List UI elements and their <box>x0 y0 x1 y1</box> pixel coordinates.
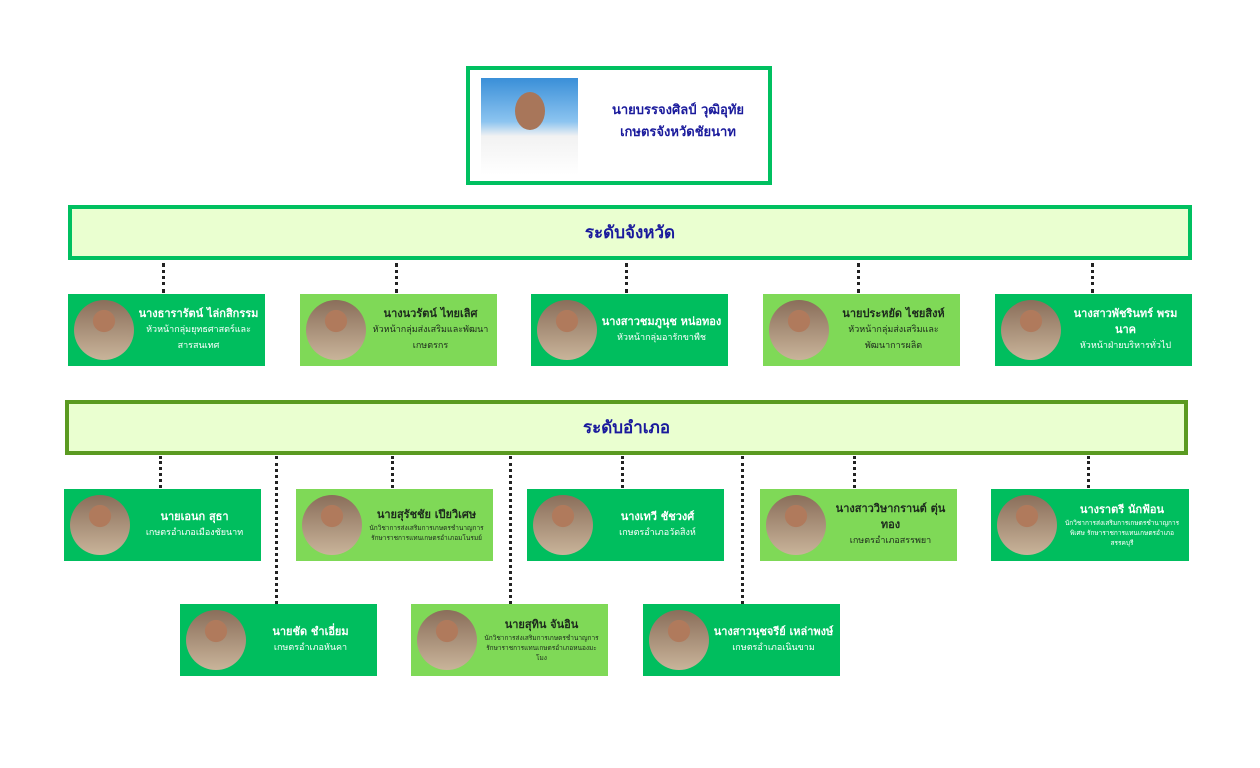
staff-card: นายประหยัด ไชยสิงห์หัวหน้ากลุ่มส่งเสริมแ… <box>763 294 960 366</box>
staff-card: นายชัด ชำเอี่ยมเกษตรอำเภอหันคา <box>180 604 377 676</box>
staff-card: นางสาววิษากรานต์ ตุ่นทองเกษตรอำเภอสรรพยา <box>760 489 957 561</box>
staff-name: นายสุทิน จันอิน <box>504 618 579 631</box>
staff-name: นางสาววิษากรานต์ ตุ่นทอง <box>835 502 946 531</box>
staff-position: หัวหน้ากลุ่มส่งเสริมและพัฒนาการผลิต <box>848 325 939 351</box>
connector <box>853 456 856 488</box>
staff-card: นางสาวนุชจรีย์ เหล่าพงษ์เกษตรอำเภอเนินขา… <box>643 604 840 676</box>
staff-name: นายชัด ชำเอี่ยม <box>272 625 349 638</box>
staff-card: นายสุรัชชัย เปียวิเศษนักวิชาการส่งเสริมก… <box>296 489 493 561</box>
staff-card: นายเอนก สุธาเกษตรอำเภอเมืองชัยนาท <box>64 489 261 561</box>
staff-photo <box>302 495 362 555</box>
connector <box>391 456 394 488</box>
staff-position: นักวิชาการส่งเสริมการเกษตรชำนาญการ รักษา… <box>484 634 599 662</box>
connector <box>1091 263 1094 293</box>
staff-photo <box>306 300 366 360</box>
staff-photo <box>769 300 829 360</box>
staff-photo <box>70 495 130 555</box>
district-level-bar: ระดับอำเภอ <box>65 400 1188 455</box>
connector <box>395 263 398 293</box>
head-photo <box>481 78 578 175</box>
head-card: นายบรรจงศิลป์ วุฒิอุทัยเกษตรจังหวัดชัยนา… <box>466 66 772 185</box>
staff-name: นายสุรัชชัย เปียวิเศษ <box>376 508 477 521</box>
staff-photo <box>1001 300 1061 360</box>
staff-name: นางราตรี นักฟ้อน <box>1079 503 1165 516</box>
staff-photo <box>533 495 593 555</box>
staff-card: นางเทวี ชัชวงศ์เกษตรอำเภอวัดสิงห์ <box>527 489 724 561</box>
staff-name: นางนวรัตน์ ไทยเลิศ <box>383 307 478 320</box>
staff-photo <box>766 495 826 555</box>
staff-position: เกษตรอำเภอหันคา <box>273 643 348 653</box>
staff-name: นายประหยัด ไชยสิงห์ <box>842 307 945 320</box>
connector <box>741 456 744 604</box>
staff-card: นางนวรัตน์ ไทยเลิศหัวหน้ากลุ่มส่งเสริมแล… <box>300 294 497 366</box>
staff-name: นางเทวี ชัชวงศ์ <box>620 510 695 523</box>
staff-photo <box>537 300 597 360</box>
head-name: นายบรรจงศิลป์ วุฒิอุทัย <box>611 103 745 118</box>
connector <box>625 263 628 293</box>
connector <box>159 456 162 488</box>
staff-card: นางราตรี นักฟ้อนนักวิชาการส่งเสริมการเกษ… <box>991 489 1189 561</box>
staff-position: หัวหน้ากลุ่มอารักขาพืช <box>616 333 706 343</box>
staff-position: เกษตรอำเภอเนินขาม <box>732 643 815 653</box>
connector <box>162 263 165 293</box>
staff-position: นักวิชาการส่งเสริมการเกษตรชำนาญการ รักษา… <box>369 524 484 542</box>
connector <box>857 263 860 293</box>
staff-photo <box>417 610 477 670</box>
connector <box>621 456 624 488</box>
staff-photo <box>997 495 1057 555</box>
staff-card: นางสาวชมภูนุช หน่อทองหัวหน้ากลุ่มอารักขา… <box>531 294 728 366</box>
staff-position: นักวิชาการส่งเสริมการเกษตรชำนาญการพิเศษ … <box>1064 519 1180 547</box>
staff-card: นางสาวพัชรินทร์ พรมนาคหัวหน้าฝ่ายบริหารท… <box>995 294 1192 366</box>
connector <box>1087 456 1090 488</box>
staff-position: เกษตรอำเภอสรรพยา <box>849 536 932 546</box>
staff-photo <box>649 610 709 670</box>
province-level-bar: ระดับจังหวัด <box>68 205 1192 260</box>
staff-name: นางสาวชมภูนุช หน่อทอง <box>601 315 722 328</box>
staff-name: นายเอนก สุธา <box>160 510 229 523</box>
staff-position: เกษตรอำเภอวัดสิงห์ <box>619 528 696 538</box>
connector <box>275 456 278 604</box>
staff-position: หัวหน้าฝ่ายบริหารทั่วไป <box>1079 341 1172 351</box>
staff-photo <box>186 610 246 670</box>
connector <box>509 456 512 604</box>
staff-name: นางธารารัตน์ ไล่กสิกรรม <box>138 307 259 320</box>
staff-photo <box>74 300 134 360</box>
head-position: เกษตรจังหวัดชัยนาท <box>620 125 736 140</box>
staff-position: หัวหน้ากลุ่มส่งเสริมและพัฒนาเกษตรกร <box>372 325 489 351</box>
staff-card: นายสุทิน จันอินนักวิชาการส่งเสริมการเกษต… <box>411 604 608 676</box>
staff-position: หัวหน้ากลุ่มยุทธศาสตร์และสารสนเทศ <box>146 325 251 351</box>
staff-name: นางสาวพัชรินทร์ พรมนาค <box>1073 307 1178 336</box>
staff-card: นางธารารัตน์ ไล่กสิกรรมหัวหน้ากลุ่มยุทธศ… <box>68 294 265 366</box>
staff-name: นางสาวนุชจรีย์ เหล่าพงษ์ <box>713 625 834 638</box>
staff-position: เกษตรอำเภอเมืองชัยนาท <box>145 528 244 538</box>
